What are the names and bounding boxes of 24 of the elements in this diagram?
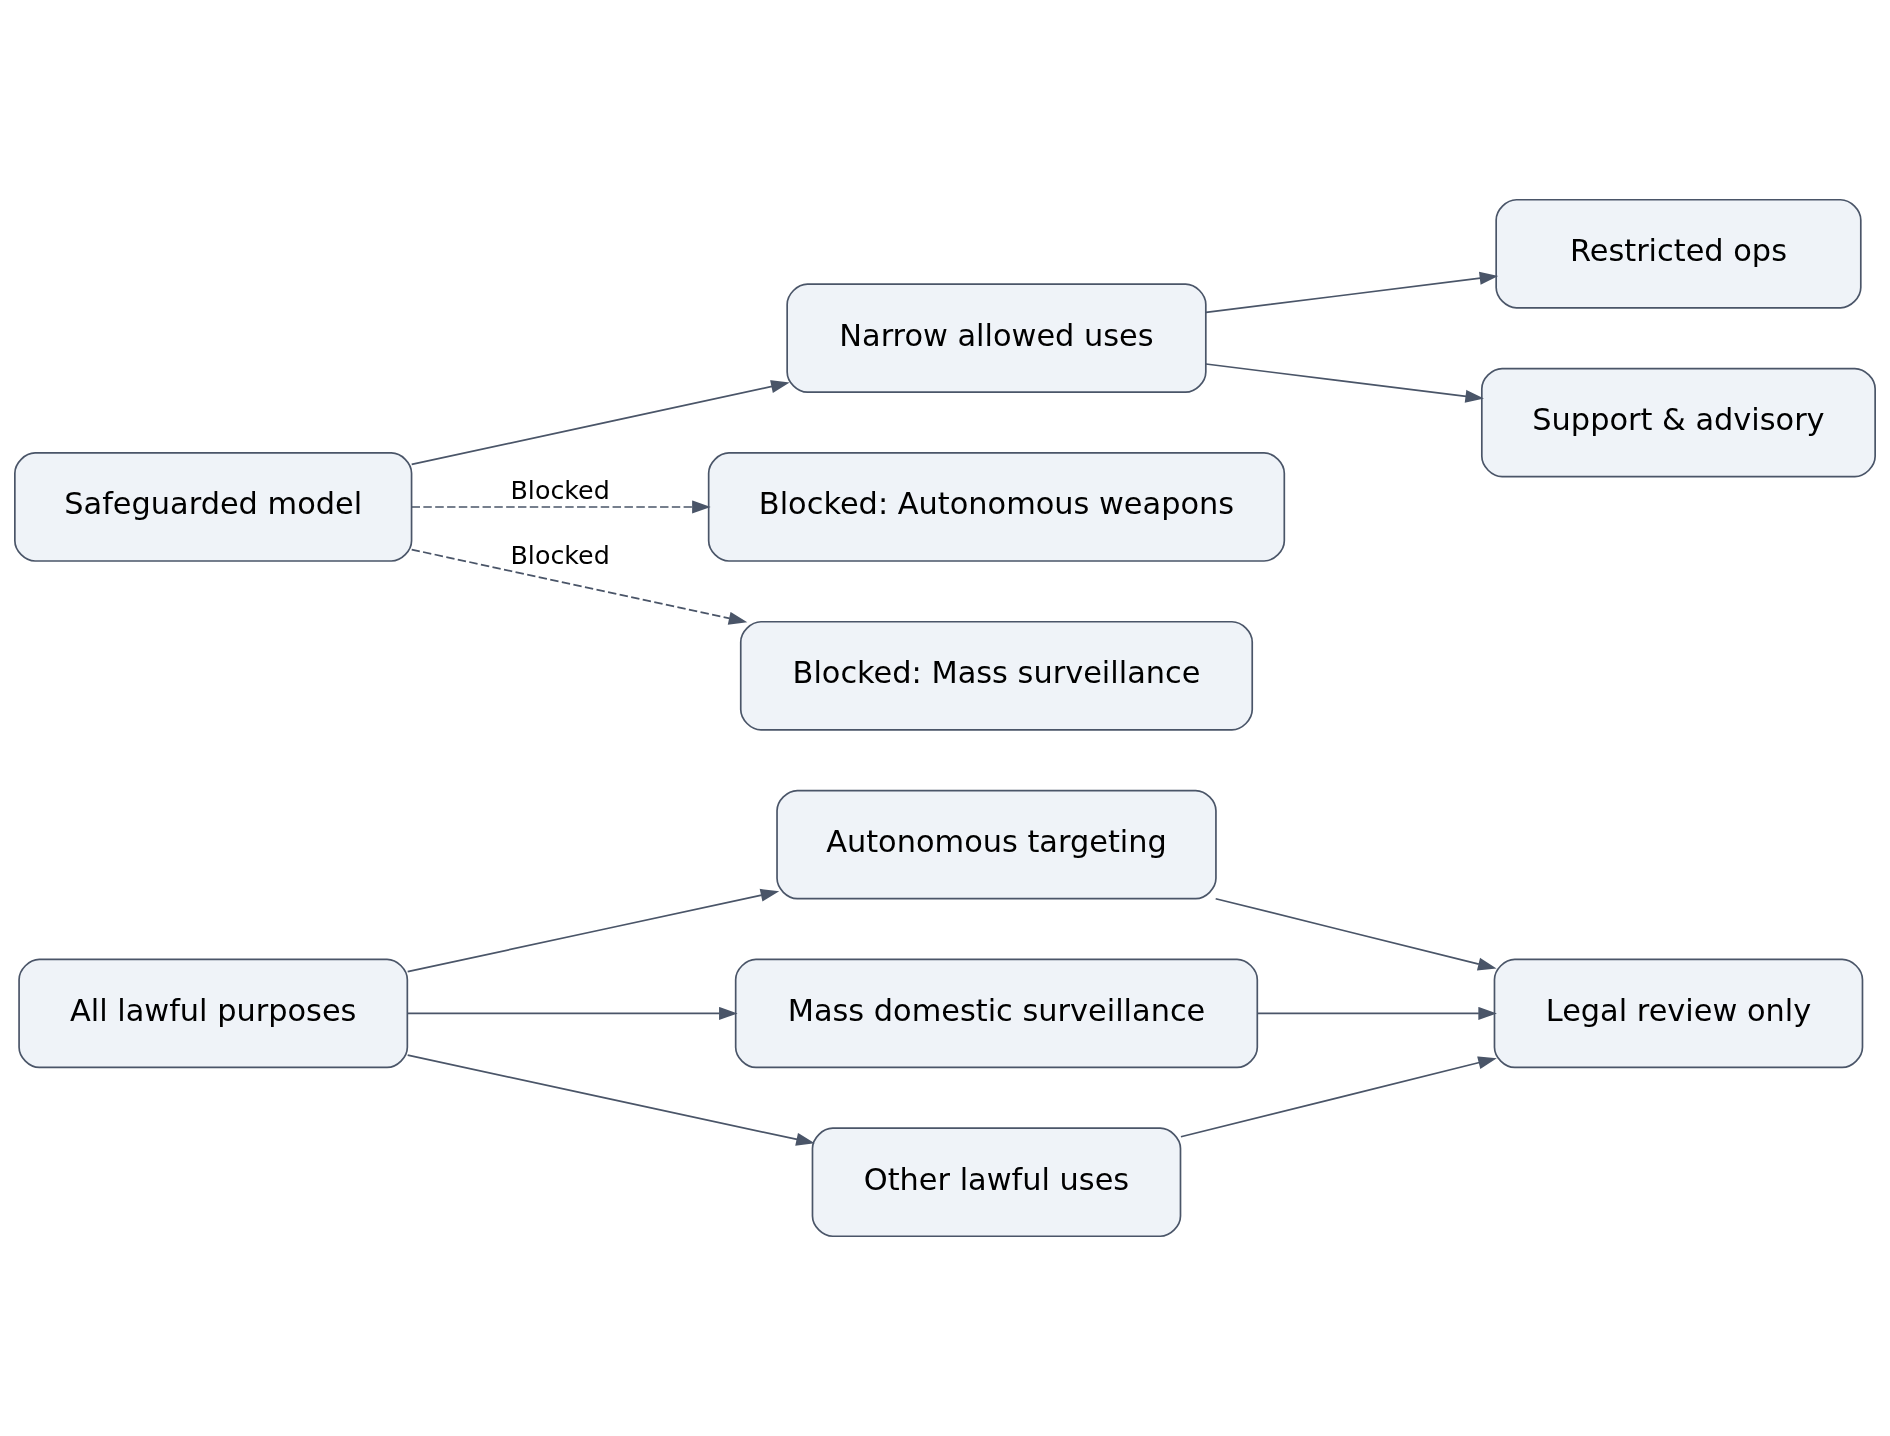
node-box: Safeguarded model: [14, 452, 413, 562]
arrow: [1205, 271, 1499, 314]
node-box: Narrow allowed uses: [786, 283, 1207, 394]
arrow: [406, 888, 780, 973]
arrow: [410, 500, 711, 514]
arrow: [410, 548, 748, 625]
arrow: [406, 1054, 815, 1146]
node-box: Support & advisory: [1480, 367, 1876, 478]
arrow: [1214, 897, 1497, 971]
arrow: [1180, 1056, 1497, 1138]
node-box: Other lawful uses: [811, 1127, 1182, 1238]
arrow: [410, 380, 790, 466]
node-box: Legal review only: [1493, 958, 1864, 1069]
node-box: Mass domestic surveillance: [734, 958, 1259, 1069]
node-box: Autonomous targeting: [776, 789, 1217, 900]
arrow: [1256, 1006, 1497, 1020]
arrow: [406, 1006, 738, 1020]
node-box: All lawful purposes: [18, 958, 409, 1069]
edge-label: Blocked: [510, 474, 610, 505]
edge-label: Blocked: [510, 540, 610, 571]
node-box: Blocked: Autonomous weapons: [707, 452, 1286, 562]
node-box: Blocked: Mass surveillance: [739, 620, 1254, 731]
arrow: [1205, 363, 1484, 403]
node-box: Restricted ops: [1495, 198, 1862, 309]
